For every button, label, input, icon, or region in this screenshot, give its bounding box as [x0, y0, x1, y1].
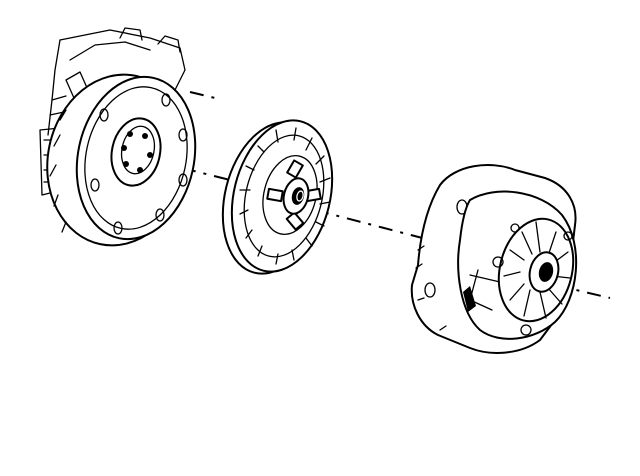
friction-grooves	[239, 127, 331, 265]
clutch-disc	[221, 119, 334, 275]
flywheel-bolt-holes	[90, 93, 188, 235]
pressure-plate	[410, 164, 578, 354]
flywheel-hub-bolts	[121, 131, 153, 173]
flywheel	[39, 27, 197, 247]
cover-rivets	[492, 223, 573, 336]
diaphragm-fingers	[503, 221, 571, 319]
